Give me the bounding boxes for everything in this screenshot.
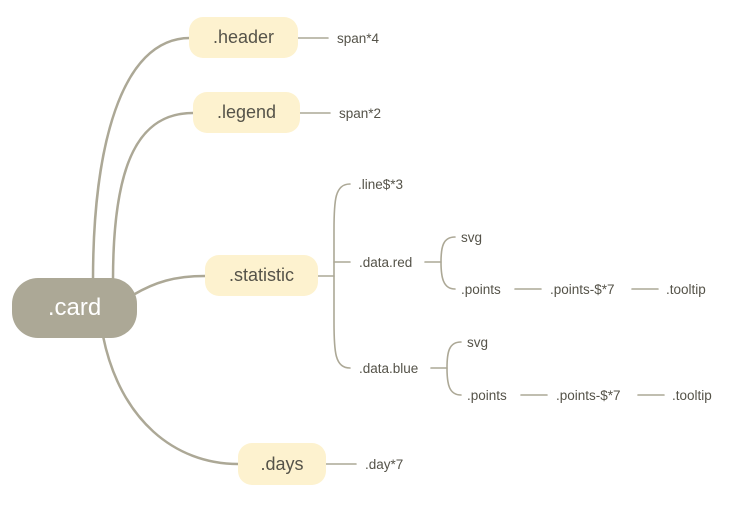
node-red-svg[interactable]: svg: [461, 229, 483, 245]
node-red-points[interactable]: .points: [461, 281, 501, 297]
node-blue-points[interactable]: .points: [467, 387, 507, 403]
node-header-span[interactable]: span*4: [337, 30, 380, 46]
connector-card-statistic: [131, 274, 207, 297]
connector-statistic-bracket: [333, 183, 351, 369]
node-legend[interactable]: .legend: [193, 92, 300, 133]
connector-card-days: [101, 334, 240, 466]
node-legend-span[interactable]: span*2: [339, 105, 382, 121]
node-statistic[interactable]: .statistic: [205, 255, 318, 296]
node-line[interactable]: .line$*3: [358, 176, 404, 192]
connector-card-header: [91, 36, 192, 282]
node-blue-svg[interactable]: svg: [467, 334, 489, 350]
node-blue-points-each[interactable]: .points-$*7: [556, 387, 621, 403]
node-red-points-each[interactable]: .points-$*7: [550, 281, 615, 297]
node-days[interactable]: .days: [238, 443, 326, 485]
node-data-red[interactable]: .data.red: [359, 254, 413, 270]
node-data-blue[interactable]: .data.blue: [359, 360, 419, 376]
connector-red-bracket: [440, 236, 456, 290]
connector-blue-bracket: [446, 341, 462, 396]
node-days-day[interactable]: .day*7: [365, 456, 404, 472]
node-red-tooltip[interactable]: .tooltip: [666, 281, 706, 297]
connector-card-legend: [111, 111, 195, 282]
root-node-card[interactable]: .card: [12, 278, 137, 338]
node-blue-tooltip[interactable]: .tooltip: [672, 387, 712, 403]
node-header[interactable]: .header: [189, 17, 298, 58]
